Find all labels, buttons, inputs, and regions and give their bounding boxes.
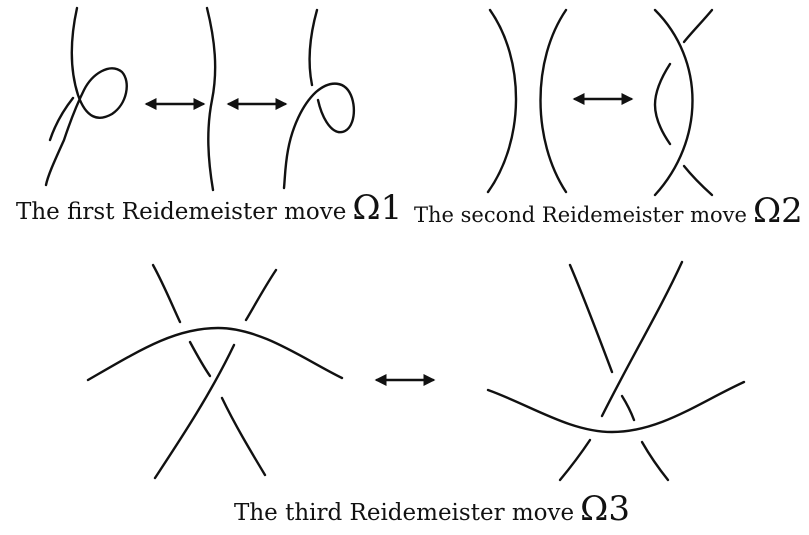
omega1-caption-text: The first Reidemeister move bbox=[16, 199, 347, 225]
omega3-left-diagB-bottom bbox=[153, 343, 236, 480]
omega1-right-loop-strand bbox=[282, 82, 356, 190]
omega3-right-arc bbox=[486, 380, 746, 434]
omega3-left-panel bbox=[86, 263, 436, 480]
omega3-left-diagA-bottom bbox=[220, 396, 267, 477]
omega1-panel bbox=[44, 6, 356, 192]
omega1-symbol: Ω1 bbox=[352, 188, 403, 228]
omega3-right-diagA-bottom bbox=[640, 440, 670, 482]
omega1-straight-strand bbox=[205, 6, 217, 192]
omega2-left-arc-2 bbox=[539, 8, 568, 194]
omega2-under-middle bbox=[653, 62, 672, 146]
omega3-right-diagA-top bbox=[568, 263, 614, 374]
omega3-left-diagA-mid bbox=[188, 340, 212, 378]
omega3-symbol: Ω3 bbox=[580, 489, 630, 529]
omega3-left-arc bbox=[86, 326, 344, 382]
omega1-right-top-stub bbox=[308, 8, 319, 87]
omega1-left-under-stub bbox=[48, 96, 75, 142]
omega3-left-diagB-top bbox=[244, 268, 278, 322]
omega2-over-strand bbox=[653, 8, 694, 197]
omega2-symbol: Ω2 bbox=[752, 191, 803, 231]
omega3-right-diagB-bottom bbox=[558, 438, 592, 482]
omega2-under-top bbox=[682, 8, 714, 44]
omega2-caption-text: The second Reidemeister move bbox=[414, 203, 747, 227]
omega1-right-kink bbox=[282, 8, 356, 190]
omega3-right-diagB-top bbox=[600, 260, 684, 418]
omega3-right-diagA-mid bbox=[620, 394, 636, 422]
omega2-under-bottom bbox=[682, 164, 714, 197]
omega3-left-diagA-top bbox=[151, 263, 182, 324]
omega1-left-loop-strand bbox=[44, 6, 128, 187]
omega3-caption-text: The third Reidemeister move bbox=[234, 500, 575, 526]
omega3-right-panel bbox=[486, 260, 746, 482]
omega2-left-arc-1 bbox=[486, 8, 518, 194]
omega2-panel bbox=[486, 8, 714, 197]
omega1-left-kink bbox=[44, 6, 128, 187]
